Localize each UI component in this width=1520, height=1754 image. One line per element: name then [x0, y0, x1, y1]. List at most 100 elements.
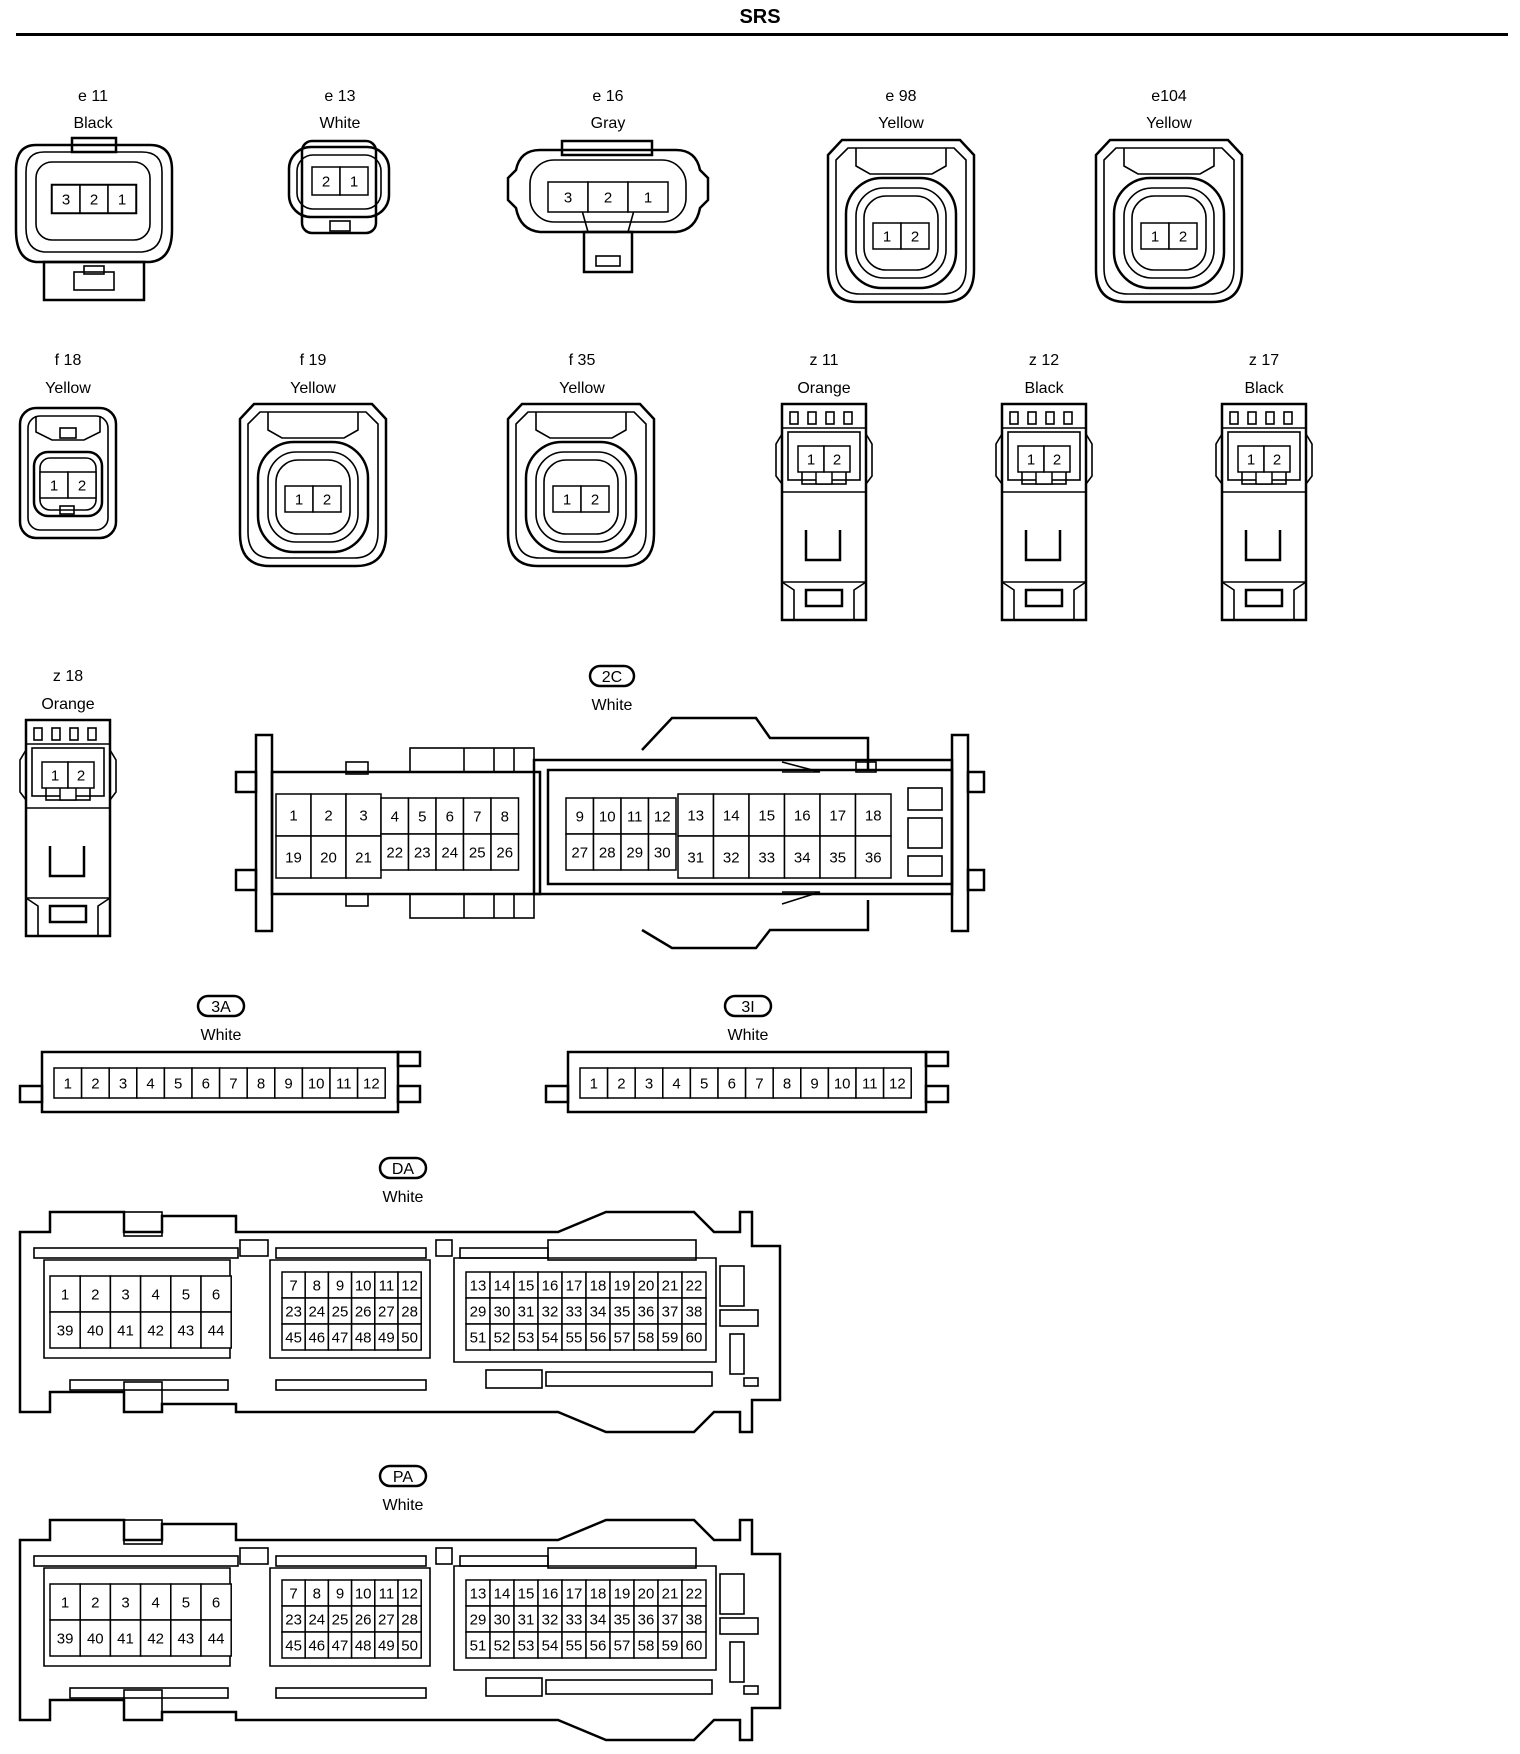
pin-cell: [547, 181, 589, 213]
pin-cell: [565, 797, 595, 835]
pin-number: 15: [758, 808, 775, 825]
pin-number: 13: [687, 808, 704, 825]
pin-number: 2: [91, 1076, 99, 1093]
pin-cell: [397, 1631, 422, 1659]
pin-number: 33: [566, 1612, 583, 1629]
pin-number: 1: [590, 1076, 598, 1093]
pin-number: 13: [470, 1586, 487, 1603]
pin-number: 58: [638, 1330, 655, 1347]
pin-number: 13: [470, 1278, 487, 1295]
pin-number: 7: [289, 1586, 297, 1603]
pin-number: 29: [470, 1612, 487, 1629]
pin-number: 9: [336, 1278, 344, 1295]
pin-number: 49: [378, 1330, 395, 1347]
pin-number: 3: [645, 1076, 653, 1093]
pin-cell: [580, 485, 610, 513]
pin-cell: [311, 166, 341, 196]
pin-number: 12: [889, 1076, 906, 1093]
pin-number: 60: [686, 1638, 703, 1655]
pin-number: 26: [355, 1612, 372, 1629]
pin-number: 32: [723, 850, 740, 867]
connector-code: e 16: [592, 88, 623, 105]
pin-cell: [800, 1067, 830, 1099]
pin-cell: [677, 793, 715, 837]
pin-number: 24: [308, 1304, 325, 1321]
pin-number: 28: [401, 1612, 418, 1629]
pin-number: 8: [313, 1586, 321, 1603]
pin-number: 1: [1151, 229, 1159, 246]
pin-number: 21: [662, 1586, 679, 1603]
pin-number: 53: [518, 1638, 535, 1655]
pin-cell: [633, 1323, 659, 1351]
pin-number: 36: [638, 1304, 655, 1321]
pin-number: 12: [363, 1076, 380, 1093]
pin-number: 1: [289, 808, 297, 825]
connector-code: 3A: [211, 999, 231, 1016]
pin-number: 17: [566, 1586, 583, 1603]
pin-number: 10: [355, 1278, 372, 1295]
pin-number: 30: [494, 1304, 511, 1321]
pin-number: 2: [91, 1595, 99, 1612]
pin-cell: [513, 1579, 539, 1607]
pin-number: 33: [758, 850, 775, 867]
pin-number: 4: [391, 809, 399, 826]
pin-number: 9: [336, 1586, 344, 1603]
pin-cell: [139, 1583, 172, 1621]
pin-number: 15: [518, 1586, 535, 1603]
connector-color: White: [592, 697, 633, 714]
pin-cell: [1017, 445, 1045, 473]
page-title: SRS: [739, 6, 781, 28]
pin-number: 55: [566, 1638, 583, 1655]
pin-number: 50: [401, 1638, 418, 1655]
pin-cell: [537, 1297, 563, 1325]
pin-number: 16: [542, 1586, 559, 1603]
pin-number: 19: [614, 1586, 631, 1603]
pin-cell: [609, 1631, 635, 1659]
pin-number: 51: [470, 1330, 487, 1347]
pin-number: 43: [178, 1323, 195, 1340]
pin-number: 12: [401, 1586, 418, 1603]
pin-cell: [490, 833, 520, 871]
pin-number: 1: [64, 1076, 72, 1093]
pin-number: 26: [496, 845, 513, 862]
pin-number: 10: [355, 1586, 372, 1603]
pin-number: 33: [566, 1304, 583, 1321]
pin-cell: [677, 835, 715, 879]
pin-number: 56: [590, 1638, 607, 1655]
pin-number: 25: [332, 1612, 349, 1629]
pin-number: 39: [57, 1631, 74, 1648]
pin-number: 11: [627, 809, 643, 826]
pin-cell: [489, 1323, 515, 1351]
pin-number: 45: [285, 1330, 302, 1347]
pin-number: 43: [178, 1631, 195, 1648]
pin-number: 1: [295, 492, 303, 509]
pin-number: 2: [617, 1076, 625, 1093]
pin-number: 7: [755, 1076, 763, 1093]
pin-cell: [170, 1275, 202, 1313]
pin-cell: [585, 1631, 611, 1659]
pin-number: 10: [834, 1076, 851, 1093]
pin-cell: [339, 166, 369, 196]
pin-number: 5: [182, 1287, 190, 1304]
pin-cell: [819, 793, 857, 837]
pin-number: 54: [542, 1638, 559, 1655]
pin-number: 28: [401, 1304, 418, 1321]
pin-number: 42: [147, 1631, 164, 1648]
pin-number: 17: [566, 1278, 583, 1295]
pin-number: 2: [78, 478, 86, 495]
pin-number: 58: [638, 1638, 655, 1655]
pin-number: 52: [494, 1330, 511, 1347]
pin-number: 14: [494, 1278, 511, 1295]
connector-color: Yellow: [1146, 115, 1192, 132]
pin-number: 1: [883, 229, 891, 246]
connector-code: DA: [392, 1161, 415, 1178]
pin-cell: [561, 1297, 587, 1325]
pin-number: 34: [794, 850, 811, 867]
connector-code: z 18: [53, 668, 83, 685]
